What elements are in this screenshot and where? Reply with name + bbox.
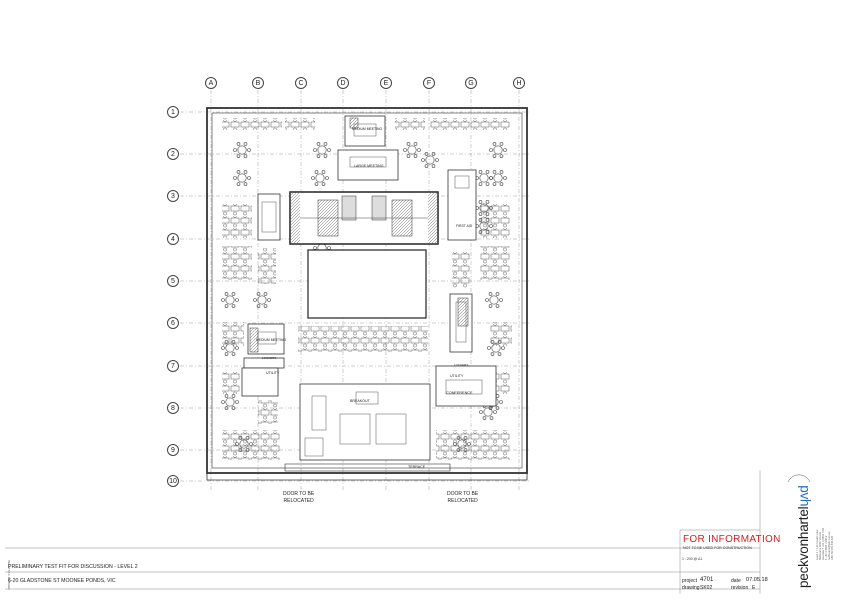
callout-door-relocated-right: DOOR TO BE RELOCATED bbox=[447, 491, 478, 505]
round-table bbox=[221, 394, 239, 410]
room-label-first-aid: FIRST AID bbox=[456, 224, 473, 228]
round-table bbox=[221, 292, 239, 308]
grid-column-label: E bbox=[380, 77, 392, 89]
grid-row-label: 4 bbox=[167, 233, 179, 245]
drawing-label: drawing bbox=[682, 585, 700, 591]
project-label: project bbox=[682, 578, 698, 584]
room-label-medium-meeting-top: MEDIUM MEETING bbox=[352, 127, 383, 131]
revision-value: E bbox=[752, 585, 756, 591]
grid-row-label: 2 bbox=[167, 148, 179, 160]
grid-row-label: 9 bbox=[167, 444, 179, 456]
callout-line1: DOOR TO BE bbox=[283, 491, 315, 497]
round-table bbox=[479, 404, 497, 420]
grid-column-label: A bbox=[205, 77, 217, 89]
round-table bbox=[235, 436, 253, 452]
room-label-lockers-right: LOCKERS bbox=[454, 363, 469, 367]
room-label-terrace: TERRACE bbox=[408, 465, 426, 469]
round-table bbox=[233, 170, 251, 186]
room-label-medium-meeting-left: MEDIUM MEETING bbox=[256, 338, 287, 342]
round-table bbox=[453, 436, 471, 452]
callout-line2: RELOCATED bbox=[447, 498, 478, 504]
round-table bbox=[311, 170, 329, 186]
round-table bbox=[485, 292, 503, 308]
building-outline bbox=[206, 107, 528, 481]
revision-label: revision bbox=[731, 585, 749, 591]
workstations bbox=[222, 118, 512, 460]
drawing-number: SK02 bbox=[700, 585, 713, 591]
round-table bbox=[475, 170, 493, 186]
round-table bbox=[489, 142, 507, 158]
grid-column-label: C bbox=[295, 77, 307, 89]
project-number: 4701 bbox=[700, 577, 714, 583]
room-label-utility-right: UTILITY bbox=[450, 374, 464, 378]
grid-column-label: B bbox=[252, 77, 264, 89]
meeting-rooms bbox=[241, 115, 497, 461]
grid-row-label: 10 bbox=[167, 475, 179, 487]
round-table bbox=[421, 152, 439, 168]
grid-row-label: 7 bbox=[167, 360, 179, 372]
round-table bbox=[403, 142, 421, 158]
scale-note: 1 : 200 @ A1 bbox=[682, 557, 703, 561]
print-timestamp: 7/05/2018 4:33:22 PM bbox=[7, 560, 11, 590]
callout-door-relocated-left: DOOR TO BE RELOCATED bbox=[283, 491, 314, 505]
logo-text-accent: ɥʌd bbox=[796, 485, 811, 507]
stair-left bbox=[249, 117, 469, 353]
sheet-frame bbox=[5, 470, 761, 594]
drawing-title: PRELIMINARY TEST FIT FOR DISCUSSION - LE… bbox=[8, 564, 138, 570]
not-for-construction-note: NOT TO BE USED FOR CONSTRUCTION bbox=[683, 546, 752, 550]
round-table bbox=[489, 170, 507, 186]
company-logo-text: peckvonhartelɥʌd bbox=[796, 485, 811, 588]
room-label-lockers-left: LOCKERS bbox=[262, 356, 277, 360]
room-label-breakout: BREAKOUT bbox=[350, 399, 370, 403]
round-table bbox=[313, 142, 331, 158]
grid-row-label: 6 bbox=[167, 317, 179, 329]
grid-row-label: 1 bbox=[167, 106, 179, 118]
round-table bbox=[253, 292, 271, 308]
building-core bbox=[289, 191, 439, 245]
round-table bbox=[233, 142, 251, 158]
office-contact-line: Level 1 / 1-31 Hosier Lane Melbourne 300… bbox=[816, 527, 834, 560]
round-table bbox=[475, 218, 493, 234]
for-information-stamp: FOR INFORMATION bbox=[683, 534, 781, 545]
room-label-large-meeting: LARGE MEETING bbox=[354, 164, 384, 168]
project-address: 6-20 GLADSTONE ST MOONEE PONDS, VIC bbox=[8, 578, 116, 584]
company-logo-mark bbox=[787, 474, 811, 483]
callout-line2: RELOCATED bbox=[283, 498, 314, 504]
round-table bbox=[221, 340, 239, 356]
date-label: date bbox=[731, 578, 741, 584]
round-table bbox=[487, 340, 505, 356]
grid-column-label: G bbox=[465, 77, 477, 89]
callout-line1: DOOR TO BE bbox=[447, 491, 479, 497]
grid-column-label: F bbox=[423, 77, 435, 89]
atrium-void bbox=[307, 249, 427, 319]
grid-row-label: 3 bbox=[167, 190, 179, 202]
room-label-conference: CONFERENCE bbox=[446, 391, 473, 395]
grid-row-label: 8 bbox=[167, 402, 179, 414]
grid-row-label: 5 bbox=[167, 275, 179, 287]
grid-column-label: H bbox=[513, 77, 525, 89]
room-label-utility-left: UTILITY bbox=[266, 371, 280, 375]
date-value: 07.05.18 bbox=[746, 577, 768, 583]
logo-text-main: peckvonhartel bbox=[796, 506, 811, 588]
grid-column-label: D bbox=[337, 77, 349, 89]
